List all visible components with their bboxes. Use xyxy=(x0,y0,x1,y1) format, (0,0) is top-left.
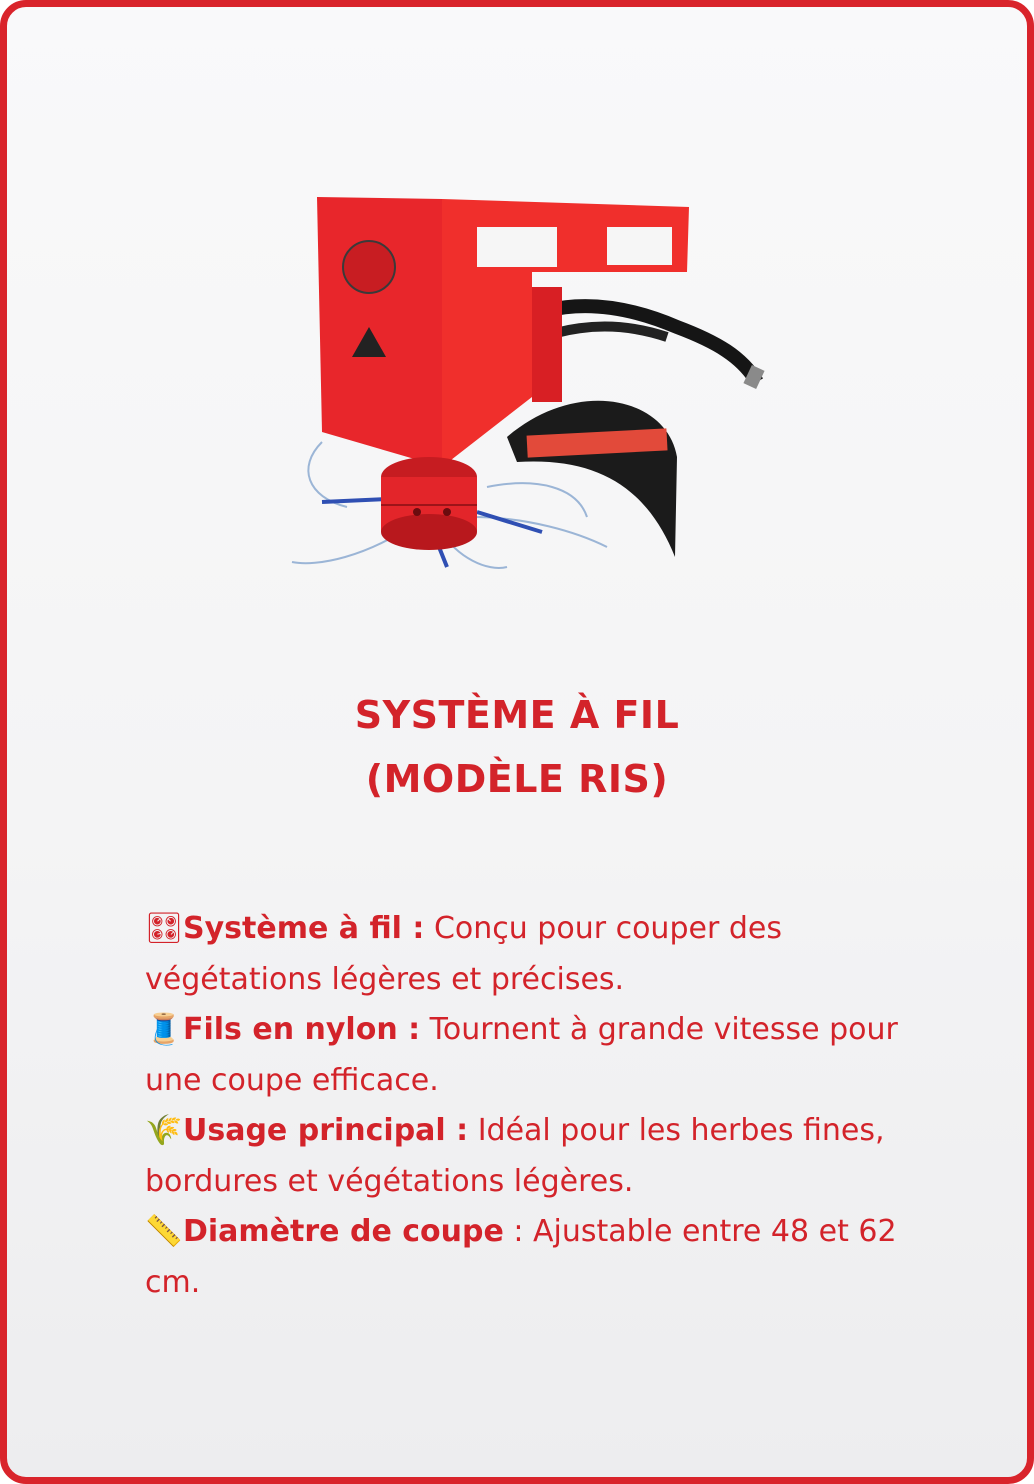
hydraulic-string-trimmer-head-image xyxy=(291,197,765,569)
feature-item-diameter: 📏Diamètre de coupe : Ajustable entre 48 … xyxy=(145,1207,905,1308)
product-title-line-1: SYSTÈME À FIL xyxy=(354,693,680,737)
product-title-line-2: (MODÈLE RIS) xyxy=(365,757,669,801)
feature-text: Tournent à grande vitesse pour une coupe… xyxy=(145,1012,898,1098)
feature-text: Conçu pour couper des végétations légère… xyxy=(145,911,782,997)
feature-text: : Ajustable entre 48 et 62 cm. xyxy=(145,1214,897,1300)
feature-label: Usage principal : xyxy=(183,1113,469,1148)
feature-label: Diamètre de coupe xyxy=(183,1214,504,1249)
product-title: SYSTÈME À FIL (MODÈLE RIS) xyxy=(7,683,1027,811)
feature-item-usage: 🌾Usage principal : Idéal pour les herbes… xyxy=(145,1106,905,1207)
feature-item-system: 🎛Système à fil : Conçu pour couper des v… xyxy=(145,904,905,1005)
feature-label: Fils en nylon : xyxy=(183,1012,421,1047)
dice-icon: 🎛 xyxy=(145,911,184,946)
feature-item-nylon: 🧵Fils en nylon : Tournent à grande vites… xyxy=(145,1005,905,1106)
ruler-icon: 📏 xyxy=(145,1214,183,1249)
thread-spool-icon: 🧵 xyxy=(145,1012,183,1047)
feature-list: 🎛Système à fil : Conçu pour couper des v… xyxy=(145,904,905,1308)
grass-icon: 🌾 xyxy=(145,1113,183,1148)
feature-text: Idéal pour les herbes fines, bordures et… xyxy=(145,1113,885,1199)
feature-label: Système à fil : xyxy=(183,911,425,946)
